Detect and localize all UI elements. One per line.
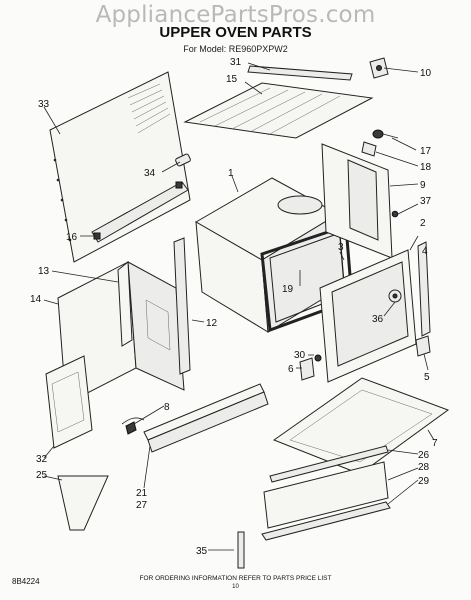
callout-part-17[interactable]: 17 — [420, 146, 432, 157]
callout-part-37[interactable]: 37 — [420, 196, 432, 207]
part-bottom-bracket[interactable] — [415, 335, 431, 357]
callout-part-27[interactable]: 27 — [136, 500, 148, 511]
part-mounting-clip[interactable] — [299, 357, 315, 381]
callout-part-16[interactable]: 16 — [66, 232, 78, 243]
callout-part-30[interactable]: 30 — [294, 350, 306, 361]
part-hinge-bracket[interactable] — [369, 57, 389, 79]
part-rear-panel[interactable] — [49, 71, 191, 263]
part-trim-strip-upper[interactable] — [269, 445, 389, 483]
part-knob[interactable] — [175, 153, 191, 167]
callout-part-1[interactable]: 1 — [228, 168, 234, 179]
callout-part-12[interactable]: 12 — [206, 318, 218, 329]
callout-part-10[interactable]: 10 — [420, 68, 432, 79]
callout-part-4[interactable]: 4 — [422, 246, 428, 257]
callout-part-14[interactable]: 14 — [30, 294, 42, 305]
callout-part-28[interactable]: 28 — [418, 462, 430, 473]
callout-part-19[interactable]: 19 — [282, 284, 294, 295]
part-grommet[interactable] — [314, 354, 322, 362]
part-door-frame[interactable] — [319, 249, 417, 383]
callout-part-32[interactable]: 32 — [36, 454, 48, 465]
diagram-title: UPPER OVEN PARTS — [159, 24, 312, 41]
callout-part-8[interactable]: 8 — [164, 402, 170, 413]
callout-part-31[interactable]: 31 — [230, 57, 242, 68]
callout-part-26[interactable]: 26 — [418, 450, 430, 461]
callout-part-6[interactable]: 6 — [288, 364, 294, 375]
watermark: AppliancePartsPros.com — [95, 2, 376, 28]
callout-part-9[interactable]: 9 — [420, 180, 426, 191]
callout-part-5[interactable]: 5 — [424, 372, 430, 383]
part-top-panel[interactable] — [183, 82, 374, 139]
callout-part-34[interactable]: 34 — [144, 168, 156, 179]
part-lower-panel[interactable] — [45, 355, 93, 449]
part-oven-liner[interactable] — [195, 177, 345, 333]
callout-part-15[interactable]: 15 — [226, 74, 238, 85]
callout-part-21[interactable]: 21 — [136, 488, 148, 499]
callout-part-2[interactable]: 2 — [420, 218, 426, 229]
part-element-terminal[interactable] — [372, 129, 399, 139]
callout-part-13[interactable]: 13 — [38, 266, 50, 277]
callout-part-29[interactable]: 29 — [418, 476, 430, 487]
diagram-code: 8B4224 — [12, 577, 40, 586]
part-top-trim-strip[interactable] — [247, 65, 353, 81]
callout-part-36[interactable]: 36 — [372, 314, 384, 325]
callout-part-33[interactable]: 33 — [38, 99, 50, 110]
part-front-rail[interactable] — [143, 383, 269, 453]
part-vertical-channel[interactable] — [173, 237, 191, 375]
callout-part-35[interactable]: 35 — [196, 546, 208, 557]
part-bottom-kick-strip[interactable] — [261, 501, 391, 541]
part-screw[interactable] — [391, 210, 399, 218]
part-front-frame[interactable] — [57, 261, 185, 405]
callout-part-25[interactable]: 25 — [36, 470, 48, 481]
leader-lines — [43, 62, 435, 551]
part-rod[interactable] — [237, 531, 245, 569]
part-vertical-trim[interactable] — [417, 241, 431, 337]
part-side-panel-right[interactable] — [321, 143, 393, 259]
ordering-note: FOR ORDERING INFORMATION REFER TO PARTS … — [139, 575, 332, 582]
part-corner-bracket[interactable] — [57, 475, 109, 531]
page-number: 10 — [232, 584, 239, 590]
callout-part-3[interactable]: 3 — [338, 242, 344, 253]
part-brand-panel[interactable] — [263, 461, 389, 529]
model-line: For Model: RE960PXPW2 — [183, 44, 288, 54]
callout-part-18[interactable]: 18 — [420, 162, 432, 173]
part-sensor-clip[interactable] — [361, 141, 377, 157]
callout-part-7[interactable]: 7 — [432, 438, 438, 449]
